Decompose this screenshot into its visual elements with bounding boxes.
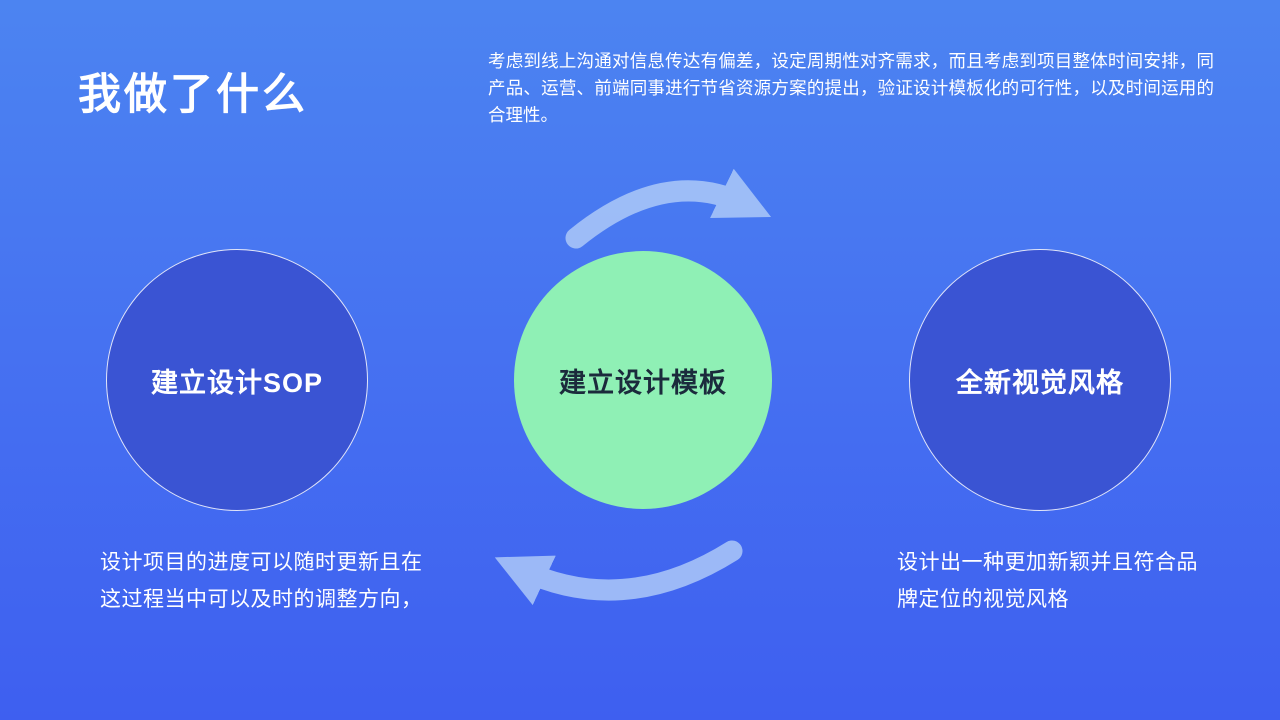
caption-visual-style: 设计出一种更加新颖并且符合品牌定位的视觉风格 [897,551,1198,611]
caption-design-sop: 设计项目的进度可以随时更新且在这过程当中可以及时的调整方向， [100,551,423,611]
node-circle-design-template: 建立设计模板 [514,251,772,509]
intro-paragraph: 考虑到线上沟通对信息传达有偏差，设定周期性对齐需求，而且考虑到项目整体时间安排，… [488,51,1214,126]
node-circle-visual-style: 全新视觉风格 [909,249,1171,511]
node-label-design-template: 建立设计模板 [559,367,727,398]
page-title: 我做了什么 [78,71,308,119]
node-label-design-sop: 建立设计SOP [150,367,324,398]
node-label-visual-style: 全新视觉风格 [956,367,1124,398]
cycle-arrow-top-icon [565,168,772,249]
cycle-arrow-bottom-icon [494,540,743,606]
node-circle-design-sop: 建立设计SOP [106,249,368,511]
